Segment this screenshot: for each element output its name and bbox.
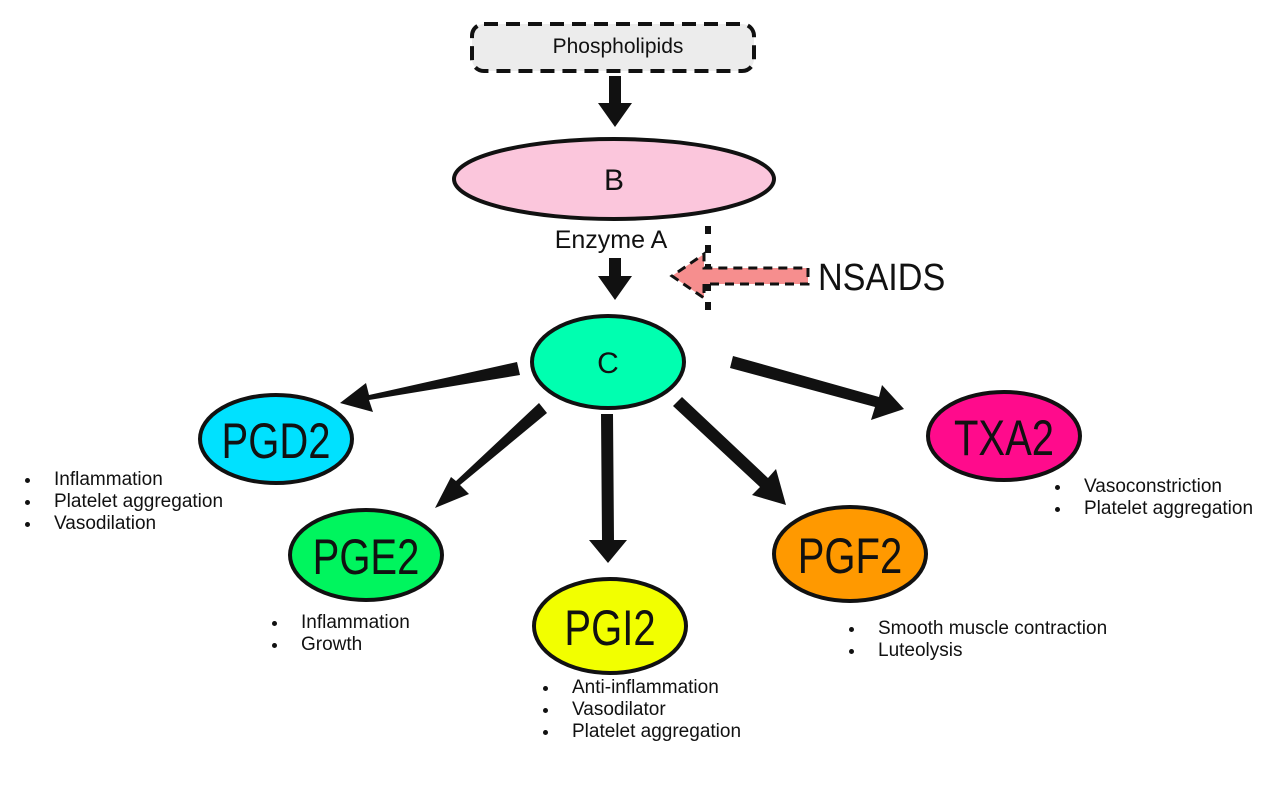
pgi2-effect-item: Anti-inflammation xyxy=(540,677,741,699)
c-label: C xyxy=(597,347,619,380)
arrow-c-to-pge2 xyxy=(435,403,547,508)
txa2-effects-list: Vasoconstriction Platelet aggregation xyxy=(1052,476,1253,520)
pge2-effect-item: Growth xyxy=(269,634,410,656)
txa2-label: TXA2 xyxy=(954,410,1054,466)
txa2-effect-item: Vasoconstriction xyxy=(1052,476,1253,498)
pge2-label: PGE2 xyxy=(313,529,420,585)
nsaids-label: NSAIDS xyxy=(818,255,945,298)
c-node: C xyxy=(530,314,686,410)
pgd2-node: PGD2 xyxy=(198,393,354,485)
phospholipids-node: Phospholipids xyxy=(470,22,756,73)
pgd2-label: PGD2 xyxy=(222,413,331,469)
pgf2-effect-item: Luteolysis xyxy=(846,640,1107,662)
arrow-c-to-pgi2 xyxy=(589,414,627,563)
pgd2-ellipse xyxy=(198,393,354,485)
nsaids-arrow xyxy=(669,251,810,301)
arrow-c-to-txa2 xyxy=(730,356,904,420)
pgd2-effects-list: Inflammation Platelet aggregation Vasodi… xyxy=(22,469,223,535)
pgi2-ellipse xyxy=(532,577,688,675)
pgf2-effects-list: Smooth muscle contraction Luteolysis xyxy=(846,618,1107,662)
c-ellipse xyxy=(530,314,686,410)
phospholipids-box xyxy=(470,22,756,73)
pgf2-node: PGF2 xyxy=(772,505,928,603)
pgd2-effect-item: Platelet aggregation xyxy=(22,491,223,513)
arrow-phospholipids-to-b xyxy=(598,76,632,127)
arrow-c-to-pgd2 xyxy=(340,362,520,412)
enzyme-a-label: Enzyme A xyxy=(555,226,668,254)
pge2-ellipse xyxy=(288,508,444,602)
enzyme-b-node: B xyxy=(452,137,776,221)
pgd2-effect-item: Vasodilation xyxy=(22,513,223,535)
pgi2-node: PGI2 xyxy=(532,577,688,675)
enzyme-b-label: B xyxy=(604,164,624,197)
pge2-effects-list: Inflammation Growth xyxy=(269,612,410,656)
pgf2-ellipse xyxy=(772,505,928,603)
pge2-effect-item: Inflammation xyxy=(269,612,410,634)
pgi2-effects-list: Anti-inflammation Vasodilator Platelet a… xyxy=(540,677,741,743)
pgi2-label: PGI2 xyxy=(564,600,655,656)
arrow-b-to-c xyxy=(598,258,632,300)
txa2-effect-item: Platelet aggregation xyxy=(1052,498,1253,520)
phospholipids-label: Phospholipids xyxy=(553,35,684,58)
txa2-node: TXA2 xyxy=(926,390,1082,482)
pgf2-label: PGF2 xyxy=(798,528,902,584)
pgi2-effect-item: Platelet aggregation xyxy=(540,721,741,743)
arrow-c-to-pgf2 xyxy=(673,397,786,505)
pgf2-effect-item: Smooth muscle contraction xyxy=(846,618,1107,640)
pge2-node: PGE2 xyxy=(288,508,444,602)
enzyme-b-ellipse xyxy=(452,137,776,221)
txa2-ellipse xyxy=(926,390,1082,482)
pgd2-effect-item: Inflammation xyxy=(22,469,223,491)
pgi2-effect-item: Vasodilator xyxy=(540,699,741,721)
